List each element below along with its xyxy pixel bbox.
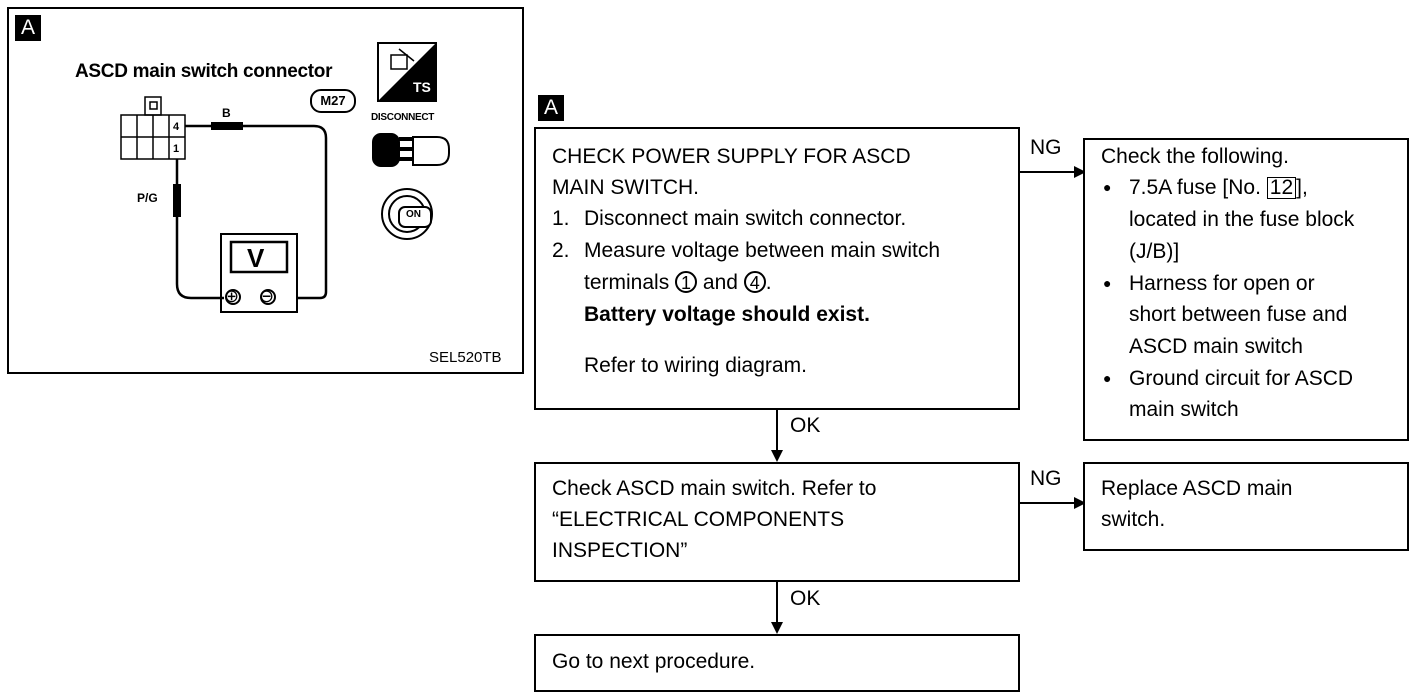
ng1-b1-l3: (J/B)] [1129, 240, 1180, 263]
ng1-box [1083, 138, 1409, 441]
ignition-on-icon [381, 188, 433, 240]
ng1-bullet1-dot: ● [1103, 179, 1112, 195]
wire-b-label: B [222, 106, 231, 120]
wires [175, 124, 328, 300]
ok2-label: OK [790, 587, 821, 610]
step1-item2-b-end: . [765, 271, 772, 294]
figure-tag: A [15, 15, 41, 41]
ng1-b3-l1: Ground circuit for ASCD [1129, 367, 1354, 390]
step1-item2-a: Measure voltage between main switch [584, 239, 941, 262]
flow-tag: A [538, 95, 564, 121]
step2-line1: Check ASCD main switch. Refer to [552, 477, 877, 500]
terminal-1-circle: 1 [675, 271, 698, 293]
figure-panel: A ASCD main switch connector M27 [7, 7, 524, 374]
voltmeter-label: V [247, 243, 265, 273]
step1-bold: Battery voltage should exist. [584, 303, 870, 326]
ok1-arrow [771, 410, 783, 462]
ok1-label: OK [790, 414, 821, 437]
ng2-arrow [1020, 497, 1086, 509]
ng1-bullet1: 7.5A fuse [No. 12], [1129, 172, 1308, 203]
meter-plus: ⊕ [224, 286, 240, 306]
terminal-4-label: 4 [173, 121, 180, 133]
step1-item2-num: 2. [552, 239, 570, 262]
connector-title: ASCD main switch connector [75, 61, 333, 82]
step1-box [534, 127, 1020, 410]
ng1-b2-l1: Harness for open or [1129, 272, 1315, 295]
ng2-line2: switch. [1101, 508, 1166, 531]
ng2-label: NG [1030, 467, 1062, 490]
ng1-b1-post: ], [1296, 176, 1308, 199]
terminal-1-label: 1 [173, 143, 180, 155]
step2-line2: “ELECTRICAL COMPONENTS [552, 508, 845, 531]
step1-item2-b-mid: and [702, 271, 738, 294]
wire-pg-marker [173, 184, 181, 217]
fuse-number: 12 [1266, 177, 1297, 199]
ignition-label: ON [406, 209, 421, 220]
ng2-line1: Replace ASCD main [1101, 477, 1293, 500]
wiring-diagram [120, 42, 450, 313]
step1-item2-b: terminals 1 and 4. [584, 267, 772, 298]
terminal-4-circle: 4 [743, 271, 766, 293]
step3-line1: Go to next procedure. [552, 650, 756, 673]
meter-minus: ⊖ [259, 286, 275, 306]
step1-item1-num: 1. [552, 207, 570, 230]
ok2-arrow [771, 582, 783, 634]
step3-box [534, 634, 1020, 692]
connector-id: M27 [320, 93, 346, 108]
ng1-b3-l2: main switch [1129, 398, 1239, 421]
connector-id-badge: M27 [310, 89, 356, 113]
figure-code: SEL520TB [429, 349, 502, 366]
wire-b-marker [211, 122, 243, 130]
step1-line2: MAIN SWITCH. [552, 176, 699, 199]
ng1-b1-pre: 7.5A fuse [No. [1129, 176, 1261, 199]
step1-item1: Disconnect main switch connector. [584, 207, 907, 230]
disconnect-icon [372, 133, 450, 167]
step2-line3: INSPECTION” [552, 539, 688, 562]
step1-refer: Refer to wiring diagram. [584, 354, 807, 377]
ts-icon [377, 42, 437, 102]
step1-line1: CHECK POWER SUPPLY FOR ASCD [552, 145, 911, 168]
ng1-bullet2-dot: ● [1103, 275, 1112, 291]
ng1-b2-l3: ASCD main switch [1129, 335, 1303, 358]
connector-icon [120, 96, 186, 160]
ng2-box [1083, 462, 1409, 551]
ng1-b1-l2: located in the fuse block [1129, 208, 1355, 231]
disconnect-label: DISCONNECT [371, 112, 435, 123]
ng1-arrow [1020, 166, 1086, 178]
step1-item2-b-pre: terminals [584, 271, 670, 294]
ng1-title: Check the following. [1101, 145, 1289, 168]
wire-pg-label: P/G [137, 191, 158, 205]
step2-box [534, 462, 1020, 582]
ng1-label: NG [1030, 136, 1062, 159]
ts-label: TS [413, 79, 431, 95]
ng1-b2-l2: short between fuse and [1129, 303, 1348, 326]
ng1-bullet3-dot: ● [1103, 370, 1112, 386]
voltmeter-icon [220, 233, 298, 313]
